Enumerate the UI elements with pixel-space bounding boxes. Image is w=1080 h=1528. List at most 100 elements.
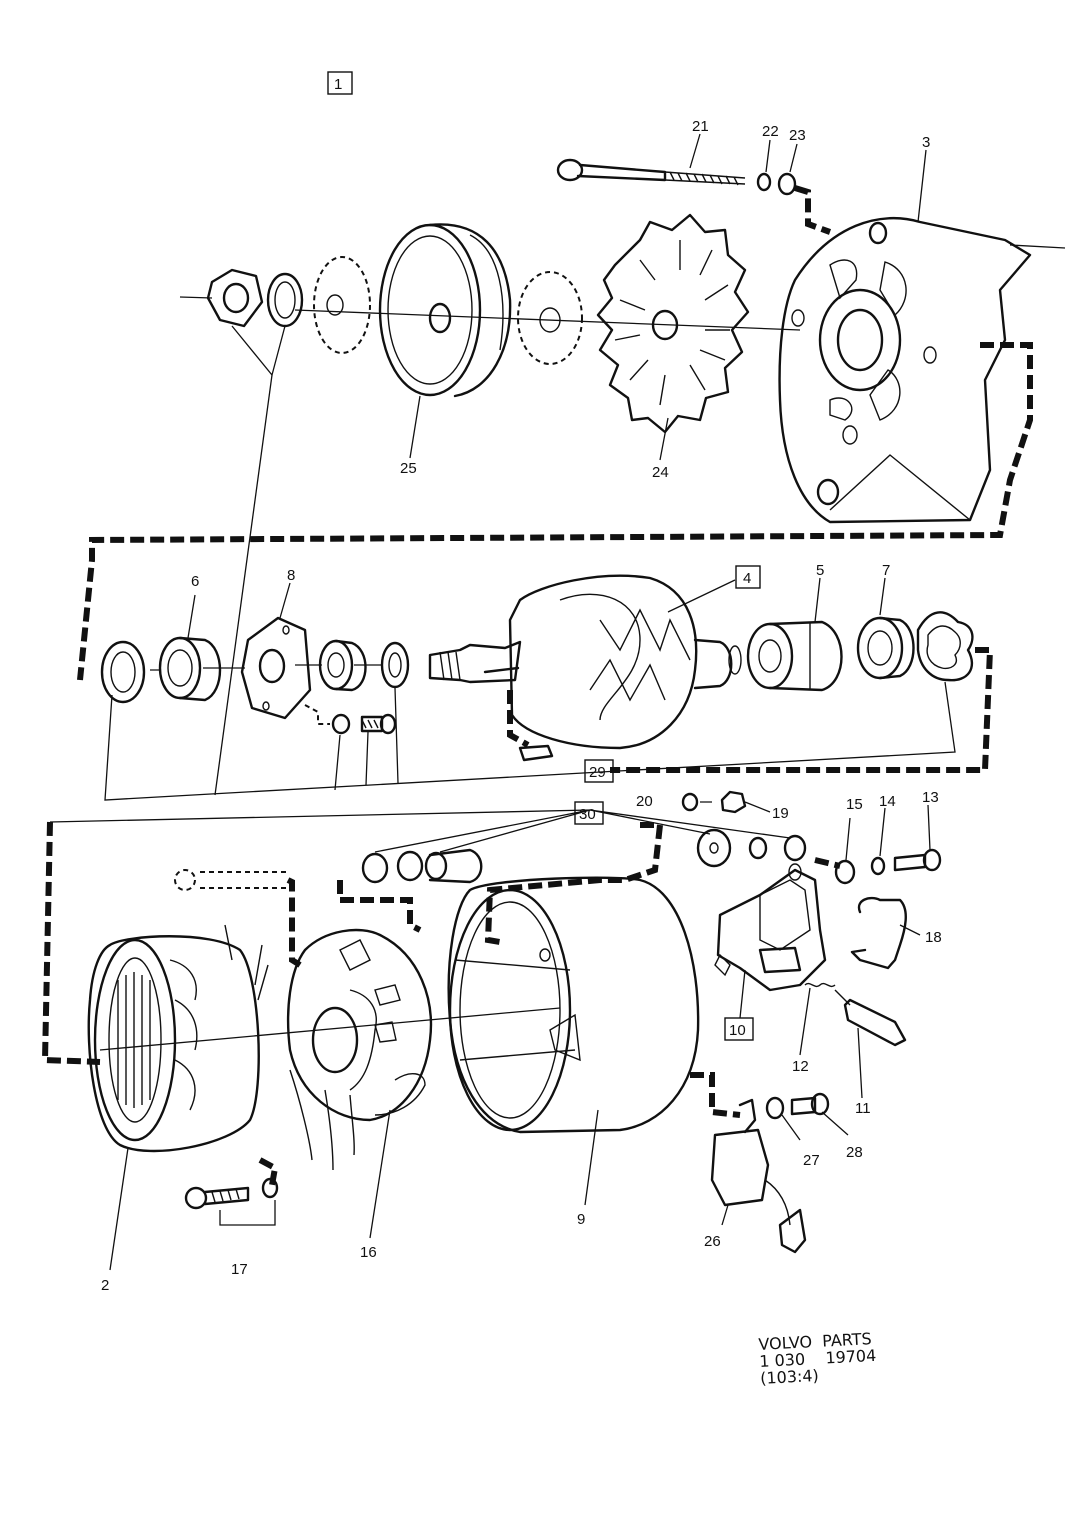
screw-top-left — [174, 869, 288, 891]
brush-holder-10 — [714, 863, 827, 992]
label-2: 2 — [101, 1277, 109, 1294]
diode-plate-16 — [286, 928, 433, 1171]
label-20: 20 — [636, 793, 653, 810]
label-22: 22 — [762, 123, 779, 140]
label-16: 16 — [360, 1244, 377, 1261]
label-11: 11 — [855, 1100, 871, 1117]
leader-17 — [219, 1200, 276, 1226]
label-3: 3 — [922, 134, 930, 151]
label-19: 19 — [772, 805, 789, 822]
label-6: 6 — [191, 573, 199, 590]
label-26: 26 — [704, 1233, 721, 1250]
part-leader-lines — [109, 133, 931, 1271]
assembly-path-stator — [41, 821, 101, 1065]
assembly-path-top — [794, 185, 832, 235]
screw-and-washer — [331, 713, 397, 735]
fan-24 — [596, 213, 750, 434]
washer-20 — [681, 792, 699, 812]
box-label-30: 30 — [574, 801, 604, 825]
washer-27 — [765, 1096, 785, 1120]
spring-12 — [804, 982, 836, 988]
axis-line-middle — [150, 664, 382, 671]
clip-18 — [850, 896, 907, 970]
leader-stator-top — [49, 809, 591, 823]
assembly-path-screw-bottom — [258, 1157, 279, 1186]
washer-small — [748, 836, 768, 860]
label-13: 13 — [922, 789, 939, 806]
bearing-7 — [856, 616, 915, 680]
group-label: 1 — [334, 76, 342, 93]
svg-text:30: 30 — [579, 806, 596, 823]
label-23: 23 — [789, 127, 806, 144]
spacer-b — [380, 641, 410, 689]
bearing-6 — [158, 636, 222, 702]
leader-group-29 — [104, 681, 956, 801]
spacer-group-30 — [361, 848, 483, 884]
assembly-path-rotor — [610, 647, 994, 773]
spacer-phantom-1 — [313, 256, 371, 354]
label-9: 9 — [577, 1211, 585, 1228]
label-24: 24 — [652, 464, 669, 481]
box-label-4: 4 — [735, 565, 761, 589]
key — [518, 744, 554, 762]
end-frame-3 — [778, 216, 1066, 524]
label-25: 25 — [400, 460, 417, 477]
assembly-path-housing — [484, 822, 664, 945]
washer-15 — [834, 859, 856, 885]
screw-13 — [893, 848, 942, 872]
brush-11 — [834, 989, 907, 1047]
axis-line-bottom — [99, 1007, 561, 1051]
catalog-footer: VOLVO PARTS 1 030 19704 (103:4) — [758, 1329, 878, 1388]
collar-5 — [746, 620, 843, 692]
assembly-path-screw — [304, 704, 330, 725]
label-17: 17 — [231, 1261, 248, 1278]
axis-line-left — [179, 296, 213, 299]
seal-ring-right — [916, 611, 974, 682]
label-14: 14 — [879, 793, 896, 810]
label-21: 21 — [692, 118, 709, 135]
rotor-4 — [428, 574, 742, 750]
washer-23 — [777, 172, 797, 196]
screw-28 — [790, 1092, 830, 1116]
label-27: 27 — [803, 1152, 820, 1169]
axis-line-top — [294, 309, 801, 331]
label-8: 8 — [287, 567, 295, 584]
lock-washer — [266, 272, 304, 328]
box-label-10: 10 — [724, 1017, 754, 1041]
plate-8 — [240, 616, 312, 720]
svg-text:4: 4 — [743, 570, 751, 587]
nut-19 — [720, 790, 747, 814]
bolt-21 — [556, 158, 746, 186]
screw-17 — [184, 1177, 279, 1210]
box-label-29: 29 — [584, 759, 614, 783]
seal-ring-left — [100, 640, 146, 704]
group-label-box: 1 — [327, 71, 353, 95]
nut — [206, 268, 264, 328]
leader-nut-group — [231, 325, 286, 377]
leader-small-parts — [334, 687, 399, 791]
washer-22 — [756, 172, 772, 192]
assembly-path-key — [507, 690, 530, 748]
spacer-right — [783, 834, 807, 862]
assembly-path-diode — [337, 880, 422, 933]
label-7: 7 — [882, 562, 890, 579]
spacer-phantom-2 — [517, 271, 583, 365]
pulley-25 — [378, 223, 512, 398]
assembly-path-brush-top — [814, 857, 841, 869]
footer-drawing-number: 19704 — [824, 1345, 877, 1368]
leader-nut-down — [214, 374, 273, 796]
capacitor-26 — [710, 1098, 807, 1254]
label-18: 18 — [925, 929, 942, 946]
stator-2 — [87, 924, 269, 1153]
svg-text:29: 29 — [589, 764, 606, 781]
assembly-path-frame — [77, 342, 1033, 681]
svg-text:10: 10 — [729, 1022, 746, 1039]
label-28: 28 — [846, 1144, 863, 1161]
assembly-path-screw-top — [286, 877, 302, 968]
label-5: 5 — [816, 562, 824, 579]
label-15: 15 — [846, 796, 863, 813]
washer-14 — [870, 856, 886, 876]
assembly-path-housing-bottom — [690, 1072, 741, 1118]
label-12: 12 — [792, 1058, 809, 1075]
